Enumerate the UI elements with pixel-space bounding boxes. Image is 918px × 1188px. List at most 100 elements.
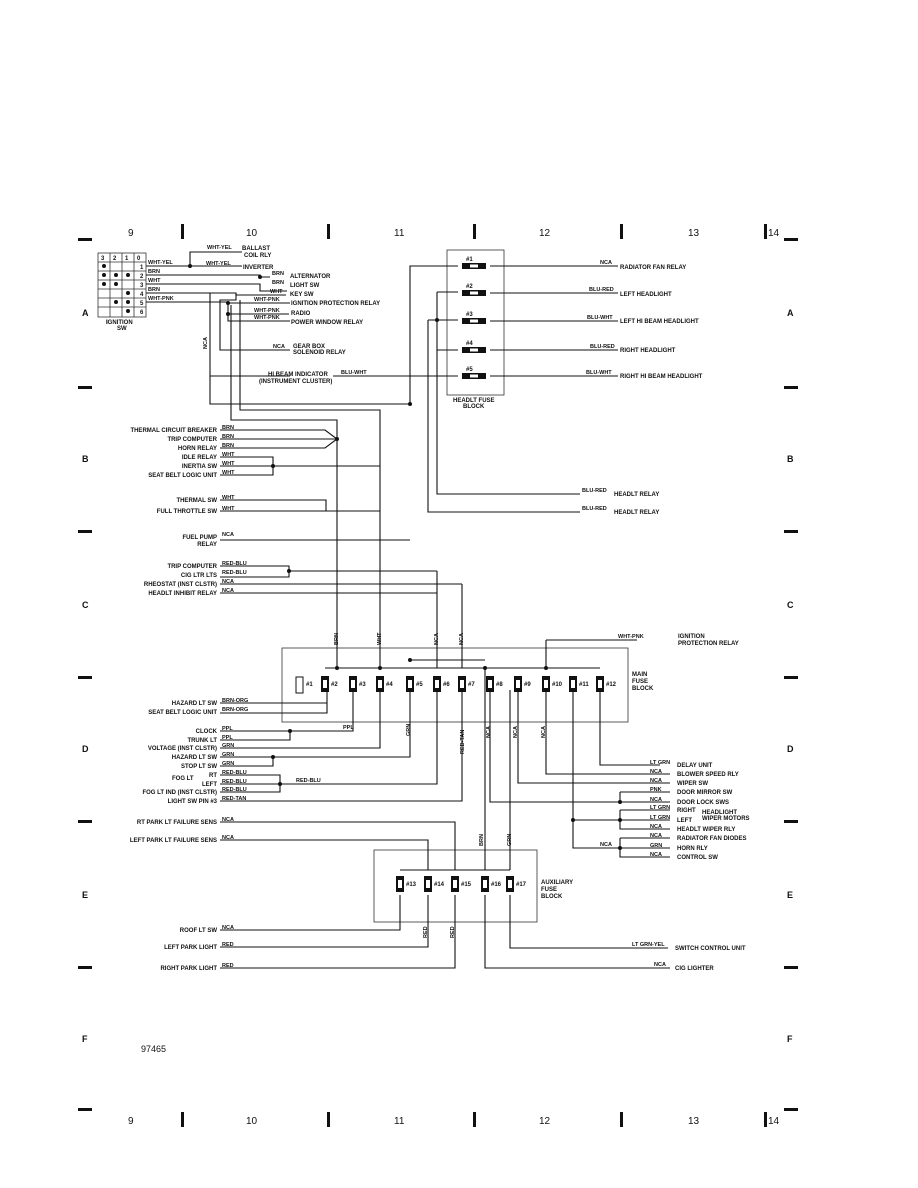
right-load-wire: NCA — [650, 797, 662, 803]
hl-dest-1: RADIATOR FAN RELAY — [620, 265, 686, 271]
hl-wire-1: NCA — [600, 260, 612, 266]
load-wire-label: WHT — [222, 461, 235, 467]
grid-dash — [784, 530, 798, 533]
ign-term-3: 3 — [140, 283, 144, 289]
hr-wire-2: BLU-RED — [582, 506, 607, 512]
grid-row-a: A — [82, 308, 89, 318]
main-fuse-5: #5 — [406, 676, 423, 692]
headlt-fuse: #4 — [462, 341, 486, 353]
right-load-wire: GRN — [650, 843, 662, 849]
dest-light-sw: LIGHT SW — [290, 283, 320, 289]
headlt-fuse-label: #3 — [466, 312, 473, 318]
grid-tick — [181, 1112, 184, 1127]
aux-fuse-block-label-2: FUSE — [541, 887, 557, 893]
ign-term-4: 4 — [140, 292, 144, 298]
load-label: FOG LT IND (INST CLSTR) — [142, 790, 217, 796]
load-label: HEADLT INHIBIT RELAY — [148, 591, 217, 597]
grid-tick — [620, 224, 623, 239]
fog-lt-label: FOG LT — [172, 776, 194, 782]
main-fuse-block-label-2: FUSE — [632, 679, 648, 685]
hl-wire-5: BLU-WHT — [586, 370, 612, 376]
main-relay-dest-1: IGNITION — [678, 634, 705, 640]
grid-row-e: E — [82, 890, 88, 900]
grid-row-f: F — [82, 1034, 88, 1044]
grid-row-c: C — [787, 600, 794, 610]
re-wire-2: NCA — [654, 962, 666, 968]
right-load-wire: NCA — [650, 833, 662, 839]
left-loads-c — [220, 565, 462, 594]
wire-wht-pnk: WHT-PNK — [254, 297, 280, 303]
wire-nca: NCA — [273, 344, 285, 350]
grid-col-14: 14 — [768, 1116, 780, 1127]
right-load-label: HORN RLY — [677, 846, 708, 852]
load-label: STOP LT SW — [181, 764, 217, 770]
load-wire-label: BRN — [222, 434, 234, 440]
main-fuses: #1#2#3#4#5#6#7#8#9#10#11#12 — [295, 676, 617, 694]
load-wire-label: RED — [222, 942, 234, 948]
load-wire-label: GRN — [222, 743, 234, 749]
load-wire-label: RED-BLU — [222, 779, 247, 785]
ign-term-2: 2 — [140, 274, 144, 280]
grid-row-c: C — [82, 600, 89, 610]
load-label: LEFT PARK LIGHT — [164, 945, 217, 951]
main-fuse-5-label: #5 — [416, 682, 423, 688]
aux-fuse-17: #17 — [506, 876, 527, 892]
load-wire-label: BRN — [222, 425, 234, 431]
grid-col-11: 11 — [394, 1116, 405, 1127]
main-fuse-8-label: #8 — [496, 682, 503, 688]
main-fuse-11-label: #11 — [579, 682, 589, 688]
ign-wire-brn: BRN — [148, 269, 160, 275]
load-wire-label: BRN-ORG — [222, 707, 248, 713]
grid-col-10: 10 — [246, 228, 258, 239]
aux-fuse-14-label: #14 — [434, 882, 445, 888]
aux-fuse-15-label: #15 — [461, 882, 472, 888]
aux-fuse-16: #16 — [481, 876, 502, 892]
load-label: SEAT BELT LOGIC UNIT — [148, 710, 217, 716]
wire-brn: BRN — [272, 271, 284, 277]
right-load-label: WIPER SW — [677, 781, 708, 787]
main-top-wht: WHT — [377, 632, 383, 645]
right-load-label: DOOR LOCK SWS — [677, 800, 729, 806]
right-load-wire: NCA — [650, 852, 662, 858]
wire-wht: WHT — [270, 289, 283, 295]
main-fuse-12: #12 — [596, 676, 617, 692]
grid-row-d: D — [787, 744, 794, 754]
grid-tick — [764, 1112, 767, 1127]
grid-row-d: D — [82, 744, 89, 754]
grid-col-13: 13 — [688, 228, 700, 239]
main-top-nca-2: NCA — [459, 633, 465, 645]
ign-wire-brn-2: BRN — [148, 287, 160, 293]
main-relay-dest-2: PROTECTION RELAY — [678, 641, 739, 647]
wire-wht-yel: WHT-YEL — [207, 245, 232, 251]
aux-fuse-13-label: #13 — [406, 882, 417, 888]
right-load-wire: LT GRN — [650, 815, 670, 821]
grid-tick — [620, 1112, 623, 1127]
main-fuse-4-label: #4 — [386, 682, 393, 688]
right-load-wire: NCA — [650, 769, 662, 775]
hl-wire-2: BLU-RED — [589, 287, 614, 293]
grid-tick — [327, 224, 330, 239]
hr-dest-2: HEADLT RELAY — [614, 510, 659, 516]
right-load-label: RIGHT — [677, 808, 696, 814]
headlt-fuse-block-label-2: BLOCK — [463, 404, 485, 410]
main-fuse-1: #1 — [295, 676, 313, 694]
load-label: HAZARD LT SW — [172, 755, 218, 761]
grid-col-9: 9 — [128, 228, 134, 239]
ign-wire-wht-yel: WHT-YEL — [148, 260, 173, 266]
headlt-fuses: #1#2#3#4#5 — [462, 257, 486, 379]
main-fuse-3-label: #3 — [359, 682, 366, 688]
grid-dash — [78, 386, 92, 389]
load-label: HAZARD LT SW — [172, 701, 218, 707]
main-fuse-2-label: #2 — [331, 682, 338, 688]
main-fuse-12-label: #12 — [606, 682, 617, 688]
grid-row-b: B — [82, 454, 89, 464]
re-dest-2: CIG LIGHTER — [675, 966, 714, 972]
ppl-label: PPL — [343, 725, 354, 731]
ign-term-6: 6 — [140, 310, 144, 316]
grid-dash — [784, 820, 798, 823]
grid-dash — [784, 676, 798, 679]
dest-coil-rly: COIL RLY — [244, 253, 271, 259]
grid-dash — [78, 530, 92, 533]
